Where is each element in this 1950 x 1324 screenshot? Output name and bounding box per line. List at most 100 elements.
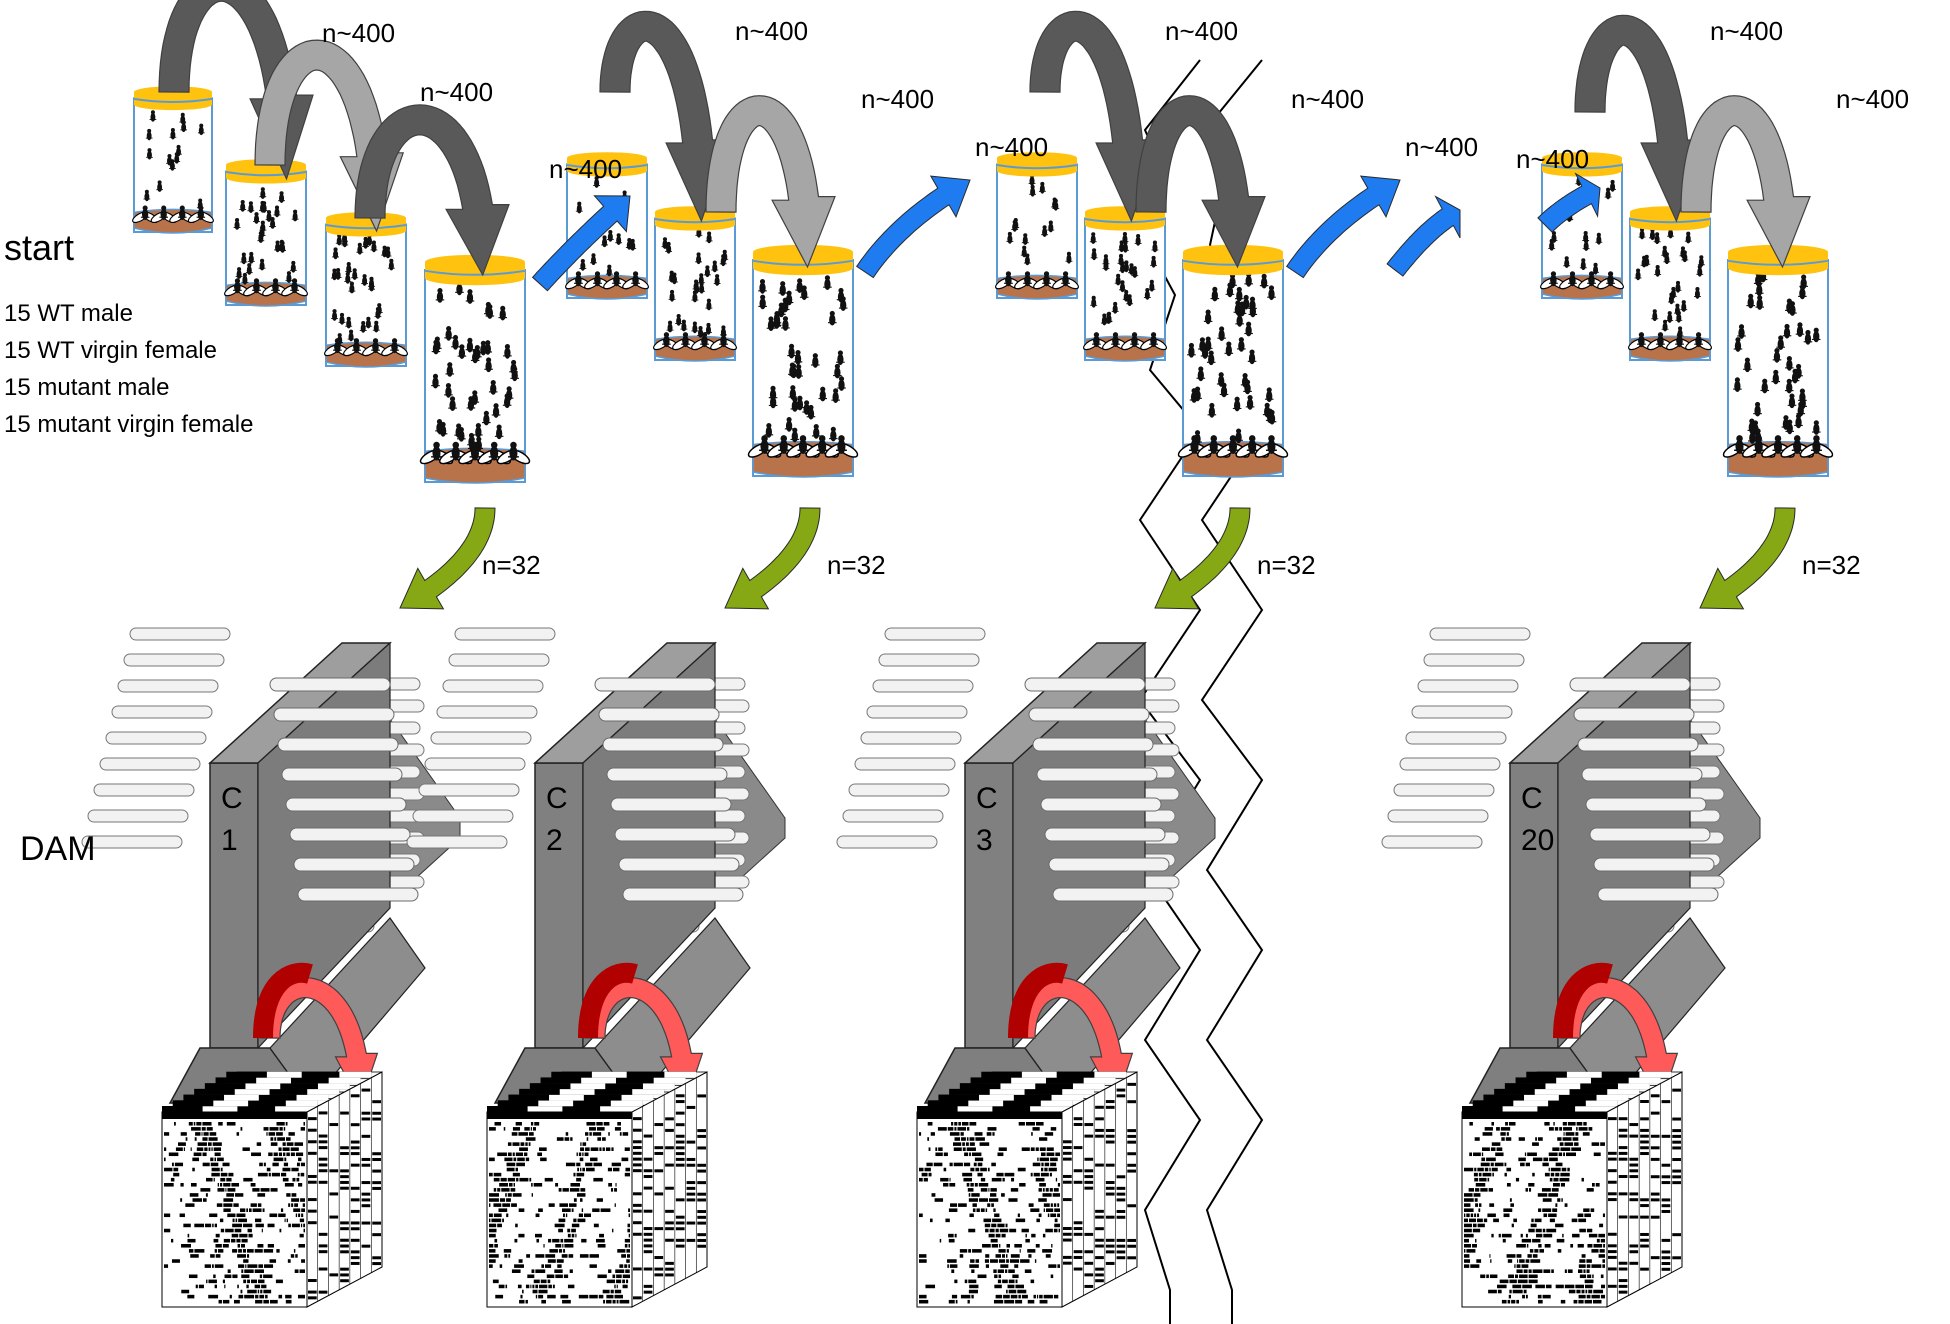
activity-mark [984,1259,990,1263]
fly-icon [1140,332,1167,351]
activity-mark [628,1264,630,1268]
activity-mark [943,1183,949,1187]
activity-mark [1053,1203,1057,1207]
fly-icon [622,271,649,290]
activity-mark [1538,1208,1542,1212]
activity-mark [1532,1254,1538,1258]
fly-icon [431,339,441,355]
activity-mark [614,1289,622,1294]
activity-mark [624,1238,630,1243]
activity-mark [555,1183,559,1187]
activity-mark [517,1157,525,1162]
activity-mark [959,1249,968,1253]
fly-icon [273,205,281,218]
activity-mark [223,1183,231,1187]
light-bar-segment [1062,1088,1095,1095]
light-bar-segment [1617,1083,1650,1090]
activity-mark [296,1162,300,1167]
activity-mark [1595,1183,1600,1187]
tube [123,653,225,667]
side-mark [1650,1175,1660,1179]
activity-mark [1555,1223,1564,1228]
activity-mark [1055,1152,1060,1157]
activity-mark [1006,1249,1009,1253]
activity-mark [1600,1238,1605,1243]
activity-mark [619,1132,622,1136]
light-bar-segment [296,1094,329,1101]
fly-icon [1021,233,1029,245]
fly-icon [143,189,151,202]
activity-mark [1564,1142,1574,1146]
activity-mark [1525,1188,1528,1192]
activity-mark [242,1249,246,1253]
side-mark [654,1273,664,1277]
side-mark [697,1094,706,1098]
activity-mark [626,1259,630,1263]
side-mark [372,1100,381,1104]
activity-mark [599,1233,605,1238]
side-mark [1116,1256,1126,1260]
fly-icon [1131,266,1139,278]
activity-mark [286,1137,291,1141]
activity-mark [257,1289,260,1294]
activity-mark [1044,1132,1054,1136]
activity-mark [288,1223,291,1228]
activity-mark [991,1223,997,1228]
activity-mark [1501,1137,1505,1141]
fly-icon [1733,337,1743,352]
activity-mark [286,1193,291,1197]
side-mark [1640,1134,1649,1138]
side-mark [372,1111,381,1115]
activity-mark [593,1177,603,1182]
activity-mark [628,1208,630,1212]
fly-icon [1781,415,1791,430]
dam-monitor-c20: C20 [1381,627,1761,1106]
activity-mark [991,1177,1002,1182]
activity-mark [280,1208,284,1212]
activity-mark [1018,1294,1021,1299]
fly-icon [169,128,177,140]
activity-mark [586,1137,589,1141]
fly-icon [444,326,453,341]
fly-icon [1052,198,1060,211]
fly-icon [361,274,369,286]
transfer-label-1: n~400 [1165,16,1238,46]
fly-icon [1150,255,1158,268]
fly-icon [615,233,623,246]
side-mark [350,1221,360,1225]
activity-mark [985,1228,989,1233]
monitor-front [1509,762,1559,1049]
activity-mark [1564,1203,1568,1207]
activity-mark [489,1259,496,1263]
activity-mark [1472,1244,1477,1248]
fly-icon [790,397,800,412]
activity-mark [600,1208,611,1212]
fly-icon [1597,271,1624,290]
activity-mark [173,1167,179,1172]
activity-mark [958,1203,967,1207]
light-bar-segment [224,1094,259,1101]
activity-mark [938,1147,943,1151]
side-mark [1084,1186,1094,1190]
activity-mark [969,1142,975,1146]
activity-mark [257,1244,264,1248]
activity-mark [209,1213,218,1218]
activity-mark [1001,1233,1006,1238]
side-mark [1618,1279,1628,1283]
activity-mark [610,1289,614,1294]
activity-mark [164,1132,170,1136]
activity-mark [564,1137,570,1141]
activity-mark [1472,1223,1477,1228]
activity-mark [980,1167,987,1172]
side-mark [1116,1250,1126,1254]
side-mark [675,1244,685,1248]
fly-icon [239,200,247,212]
activity-mark [596,1127,605,1131]
activity-mark [558,1228,563,1233]
activity-mark [244,1294,255,1299]
fly-icon [1694,287,1701,299]
activity-mark [1053,1188,1059,1192]
side-mark [675,1152,685,1156]
activity-mark [1562,1233,1564,1238]
side-mark [1095,1267,1104,1271]
